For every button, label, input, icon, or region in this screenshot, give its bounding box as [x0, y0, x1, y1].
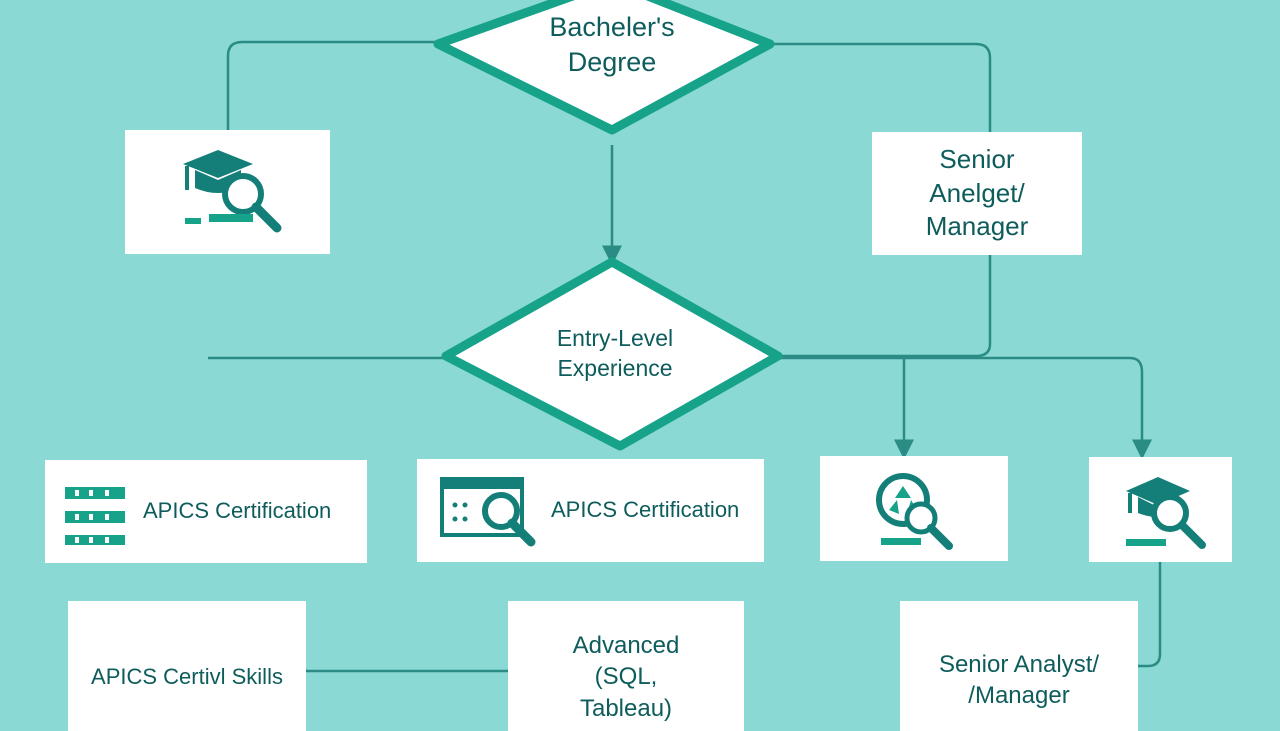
apics-certification-box-1: APICS Certification	[45, 460, 367, 563]
bachelors-degree-diamond	[433, 0, 775, 135]
graduation-icon-box	[1089, 457, 1232, 562]
senior-analyst-bottom-label: Senior Analyst/ /Manager	[938, 650, 1100, 709]
graduation-cap-magnifier-icon-2	[1125, 476, 1206, 549]
connector-icon-to-senior	[1138, 562, 1162, 668]
recycle-magnifier-icon	[876, 472, 953, 550]
browser-magnifier-icon	[440, 476, 536, 546]
bachelors-degree-label: Bacheler's Degree	[549, 12, 675, 78]
entry-level-diamond	[441, 257, 783, 451]
senior-analyst-manager-label: Senior Anelget/ Manager	[925, 143, 1029, 242]
senior-analyst-bottom-box: Senior Analyst/ /Manager	[900, 601, 1138, 731]
list-icon	[65, 486, 125, 545]
apics-certification-label-1: APICS Certification	[143, 498, 332, 524]
education-icon-box	[125, 130, 330, 254]
graduation-cap-magnifier-icon	[182, 150, 281, 233]
apics-skills-label: APICS Certivl Skills	[91, 663, 283, 689]
apics-certification-label-2: APICS Certification	[551, 497, 740, 523]
advanced-skills-box: Advanced (SQL, Tableau)	[508, 601, 744, 731]
entry-level-experience-label: Entry-Level Experience	[556, 325, 674, 381]
connector-entry-right	[780, 356, 1152, 460]
connector-senior-to-entry	[780, 255, 992, 358]
connector-bachelor-left	[226, 40, 436, 130]
apics-skills-box: APICS Certivl Skills	[68, 601, 306, 731]
connector-bachelor-right	[770, 42, 992, 132]
apics-certification-box-2: APICS Certification	[417, 459, 764, 562]
recycle-icon-box	[820, 456, 1008, 561]
senior-analyst-manager-box: Senior Anelget/ Manager	[872, 132, 1082, 255]
advanced-skills-label: Advanced (SQL, Tableau)	[572, 632, 680, 722]
